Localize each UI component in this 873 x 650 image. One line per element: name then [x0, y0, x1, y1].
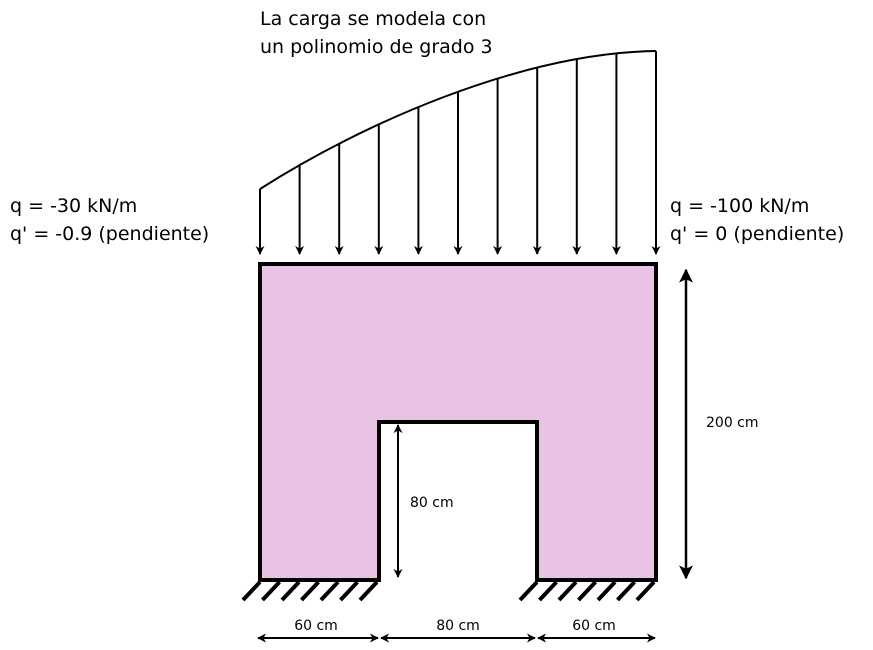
- base-left-label: 60 cm: [294, 618, 338, 634]
- support-hatch-line: [358, 580, 379, 602]
- left-load-q: q = -30 kN/m: [10, 195, 137, 217]
- load-arrows: [255, 51, 661, 255]
- support-hatch-line: [557, 580, 578, 602]
- right-load-q: q = -100 kN/m: [670, 195, 809, 217]
- support-hatch-line: [261, 580, 281, 602]
- support-hatch-line: [596, 580, 617, 602]
- support-hatch-line: [241, 580, 262, 602]
- right-support-hatch: [518, 580, 656, 602]
- base-right-label: 60 cm: [572, 618, 616, 634]
- support-hatch-line: [280, 580, 301, 602]
- right-load-slope: q' = 0 (pendiente): [670, 223, 844, 245]
- load-curve: [259, 50, 657, 190]
- support-hatch-line: [577, 580, 597, 602]
- support-hatch-line: [538, 580, 558, 602]
- support-hatch-line: [339, 580, 359, 602]
- structure-body: [258, 262, 658, 582]
- height-dimension-label: 200 cm: [706, 415, 759, 431]
- opening-height-label: 80 cm: [410, 495, 454, 511]
- base-middle-label: 80 cm: [436, 618, 480, 634]
- support-hatch-line: [319, 580, 340, 602]
- support-hatch-line: [616, 580, 636, 602]
- left-load-slope: q' = -0.9 (pendiente): [10, 223, 209, 245]
- title-line-2: un polinomio de grado 3: [260, 36, 493, 58]
- left-support-hatch: [241, 580, 379, 602]
- support-hatch-line: [635, 580, 656, 602]
- title-line-1: La carga se modela con: [260, 8, 486, 30]
- support-hatch-line: [518, 580, 539, 602]
- support-hatch-line: [300, 580, 320, 602]
